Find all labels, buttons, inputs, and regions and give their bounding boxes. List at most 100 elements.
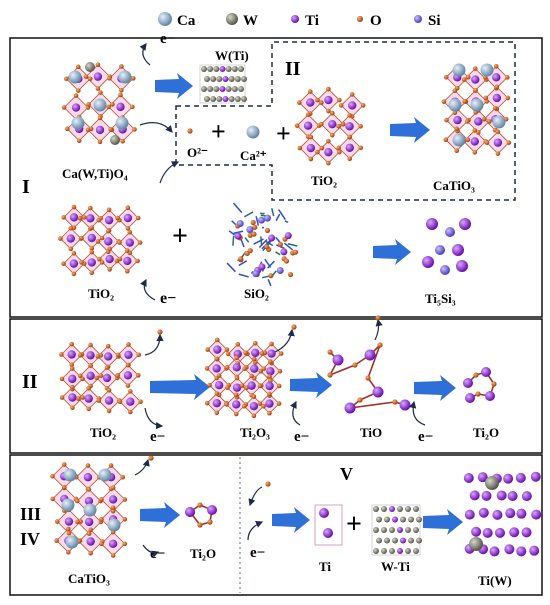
- w-ti-label: W(Ti): [215, 48, 249, 63]
- p3-arrow-2: [272, 507, 310, 533]
- o-atom: [257, 383, 263, 389]
- o-atom: [120, 139, 125, 144]
- o-atom: [66, 530, 72, 536]
- bond: [275, 251, 281, 256]
- o-atom: [259, 351, 265, 356]
- p3-e-arrow: [142, 544, 160, 558]
- w-atom: [405, 548, 411, 554]
- o-atom: [50, 496, 55, 502]
- o-atom: [107, 76, 112, 81]
- o-atom: [86, 487, 92, 492]
- slab-frame: [371, 504, 421, 556]
- o-atom: [108, 127, 113, 132]
- o-atom: [207, 519, 213, 525]
- o-atom: [66, 526, 71, 532]
- o-atom: [197, 522, 203, 528]
- ti-atom: [108, 495, 118, 504]
- ti-atom: [123, 371, 133, 380]
- bond: [267, 279, 272, 287]
- o-atom: [95, 86, 101, 91]
- o-atom: [214, 337, 220, 343]
- p3-ti-label: Ti: [319, 559, 331, 574]
- w-atom: [416, 537, 422, 544]
- p2-ti2o-label: Ti₂O: [473, 425, 499, 440]
- o-atom: [132, 127, 137, 132]
- o-atom: [358, 123, 363, 129]
- ca-atom: [480, 63, 494, 77]
- o-atom: [76, 396, 81, 401]
- ti-atom: [267, 349, 276, 358]
- o-atom: [465, 74, 471, 80]
- o-atom: [461, 77, 467, 82]
- ti-atom: [471, 75, 480, 84]
- o-atom: [251, 394, 257, 399]
- roman-III: III: [20, 504, 41, 524]
- o-atom: [258, 368, 264, 374]
- o-atom: [86, 102, 91, 107]
- o-atom: [88, 205, 93, 211]
- o-atom: [99, 235, 105, 241]
- ti-atom: [84, 394, 93, 403]
- o-atom: [250, 219, 256, 226]
- ti-atom: [207, 505, 217, 515]
- bond: [267, 260, 276, 269]
- o-atom: [257, 401, 263, 406]
- ca-atom: [452, 133, 466, 147]
- o-atom: [239, 383, 245, 388]
- bond: [284, 220, 289, 224]
- plus-sign-3: +: [172, 221, 188, 252]
- tio-structure: [327, 342, 411, 414]
- slab-frame: [199, 64, 246, 104]
- o-atom: [365, 375, 371, 381]
- o-atom: [454, 148, 460, 153]
- ti-atom: [504, 544, 515, 555]
- w-atom: [213, 66, 220, 72]
- o-atom: [472, 150, 478, 155]
- si-atom: [445, 227, 455, 237]
- p2-electron-2: e−: [294, 429, 309, 445]
- ti-atom: [495, 527, 506, 538]
- o-atom: [99, 260, 105, 265]
- o-atom: [136, 352, 142, 358]
- bond: [329, 364, 356, 376]
- ti-atom: [509, 527, 520, 538]
- ti-atom: [214, 380, 224, 390]
- o-atom: [492, 105, 498, 111]
- ti-atom: [266, 367, 275, 376]
- w-atom: [210, 96, 217, 102]
- w-atom: [381, 506, 387, 512]
- p3-ti2o-structure: [185, 502, 217, 528]
- bond: [264, 258, 272, 268]
- p3-ti-atom-1: [319, 508, 329, 518]
- ti-atom: [123, 256, 132, 266]
- ti-atom: [345, 122, 354, 131]
- p2-o-3: [375, 315, 381, 321]
- p2-o-1: [157, 329, 163, 335]
- ti-atom: [86, 371, 95, 380]
- ti-atom: [247, 381, 256, 390]
- o-atom: [71, 251, 77, 256]
- electron-2: e−: [160, 290, 176, 307]
- o-atom: [104, 365, 110, 370]
- ti-atom: [503, 473, 514, 484]
- ti-atom: [521, 491, 532, 502]
- o-atom: [73, 93, 79, 98]
- o-atom: [337, 97, 342, 103]
- o-atom: [205, 347, 210, 352]
- w-atom: [373, 527, 379, 533]
- ti5si3-label: Ti₅Si₃: [425, 291, 456, 306]
- o-atom: [233, 411, 239, 417]
- o-atom: [99, 541, 104, 547]
- w-atom: [381, 527, 387, 533]
- p3-o-release-2: [248, 486, 263, 507]
- p2-arrow-3: [414, 375, 456, 401]
- o-atom: [251, 413, 257, 419]
- bond: [232, 235, 235, 246]
- o-atom: [491, 381, 497, 387]
- o-atom: [77, 216, 83, 221]
- o-atom: [252, 356, 257, 362]
- ca-legend-swatch: [158, 12, 172, 26]
- o-atom: [85, 127, 91, 133]
- ti-atom: [493, 138, 503, 147]
- o-atom: [89, 246, 95, 251]
